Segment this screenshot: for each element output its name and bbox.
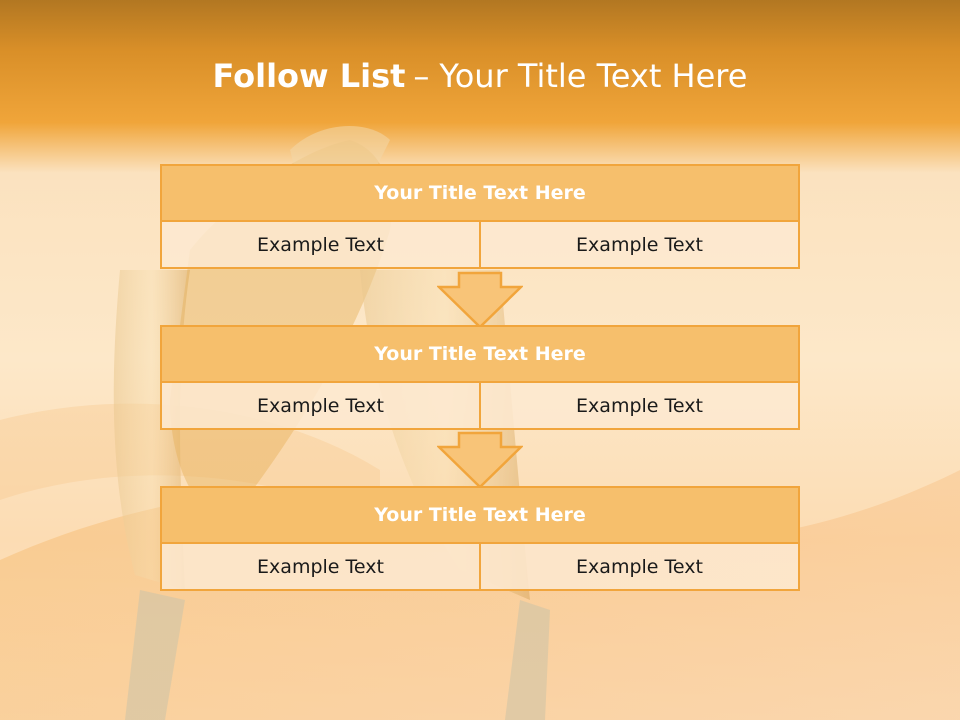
list-block: Your Title Text Here Example Text Exampl… xyxy=(160,486,800,591)
block-row: Example Text Example Text xyxy=(160,381,800,430)
block-cell-left: Example Text xyxy=(160,220,481,269)
block-row: Example Text Example Text xyxy=(160,542,800,591)
block-heading: Your Title Text Here xyxy=(160,486,800,544)
slide-title: Follow List–Your Title Text Here xyxy=(0,52,960,100)
block-cell-left: Example Text xyxy=(160,381,481,430)
down-arrow-icon xyxy=(437,431,523,489)
block-heading: Your Title Text Here xyxy=(160,325,800,383)
list-block: Your Title Text Here Example Text Exampl… xyxy=(160,164,800,269)
title-bold: Follow List xyxy=(212,57,406,95)
down-arrow-icon xyxy=(437,271,523,329)
title-rest: Your Title Text Here xyxy=(439,57,748,95)
block-heading: Your Title Text Here xyxy=(160,164,800,222)
title-dash: – xyxy=(413,57,430,95)
block-cell-right: Example Text xyxy=(479,381,800,430)
list-block: Your Title Text Here Example Text Exampl… xyxy=(160,325,800,430)
block-cell-left: Example Text xyxy=(160,542,481,591)
block-cell-right: Example Text xyxy=(479,220,800,269)
block-row: Example Text Example Text xyxy=(160,220,800,269)
block-cell-right: Example Text xyxy=(479,542,800,591)
